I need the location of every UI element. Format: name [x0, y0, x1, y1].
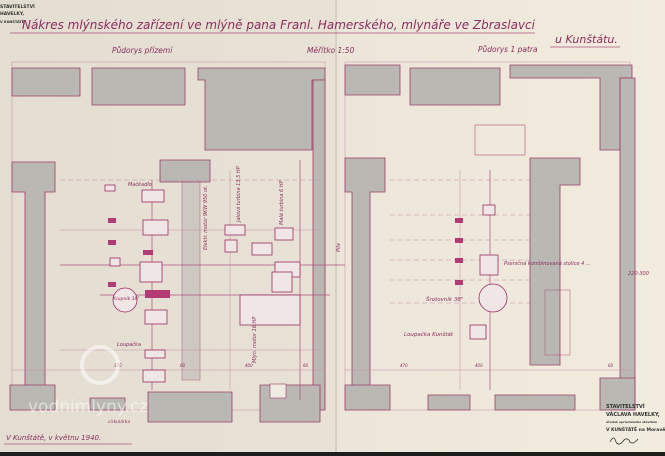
wall: [409, 67, 501, 106]
drawing-subtitle: u Kunštátu.: [555, 33, 618, 46]
wall: [91, 67, 186, 106]
machine: [142, 369, 166, 383]
left-stamp-line: HAVELKY,: [0, 11, 24, 17]
machine: [108, 282, 116, 287]
machine: [144, 349, 166, 359]
dimension-label: 400: [475, 363, 483, 368]
watermark-logo-icon: [80, 345, 120, 385]
turbine: [224, 224, 246, 236]
wall: [599, 377, 636, 411]
machine: [109, 257, 121, 267]
machine: [482, 204, 496, 216]
wall: [181, 181, 201, 381]
label-roller-mill: Pšeničná kombinovaná stolice 4 ...: [504, 260, 591, 267]
watermark: vodnimlyny.cz: [28, 345, 148, 417]
place-date: V Kunštátě, v květnu 1940.: [6, 434, 101, 442]
signature: [609, 437, 639, 445]
dimension-label: 60: [180, 363, 186, 368]
electric-motor: [224, 239, 238, 253]
label-machine1: Mačkadlo: [128, 181, 152, 188]
left-stamp-line: STAVITELSTVÍ: [0, 2, 35, 10]
wall: [312, 79, 326, 411]
stamp-line: úředně oprávněného stavitele: [606, 420, 657, 424]
wall: [147, 391, 233, 423]
crusher-wheel: [112, 287, 138, 313]
wall: [9, 384, 56, 411]
machine: [141, 189, 165, 203]
label-grinder: Šrotovník 38": [426, 296, 463, 303]
grinder-wheel: [478, 283, 508, 313]
wall: [344, 384, 391, 411]
stairs: [474, 124, 526, 156]
label-roller-size: 220-300: [628, 271, 649, 277]
machine: [144, 309, 168, 325]
left-stamp-line: V KUNŠTÁTĚ: [0, 19, 25, 24]
machine: [143, 250, 153, 255]
label-crusher: Krupník 38": [113, 295, 139, 302]
mill-motor: [239, 294, 301, 326]
wall: [11, 67, 81, 97]
drawing-title: Nákres mlýnského zařízení ve mlýně pana …: [22, 17, 535, 32]
heading-first-floor: Půdorys 1 patra: [478, 45, 538, 54]
dimension-label: 470: [400, 363, 408, 368]
window-opening: [269, 383, 287, 399]
dimension-label: 60: [303, 363, 309, 368]
stairs: [544, 289, 571, 356]
dimension-label: 400: [245, 363, 253, 368]
heading-ground-floor: Půdorys přízemí: [112, 46, 173, 55]
wall: [259, 384, 321, 423]
turbine: [274, 227, 294, 241]
label-peeler-first: Loupačka Kunštát: [404, 331, 454, 338]
wall: [89, 397, 126, 411]
label-saw: Pila: [336, 243, 342, 252]
machine: [142, 219, 169, 236]
wall: [494, 394, 576, 411]
label-turbine1: Jalová turbina 13,5 HP: [235, 166, 242, 223]
wall: [344, 64, 401, 96]
machine: [271, 271, 293, 293]
label-electric-motor: Elektr. motor 9KW 950 ot.: [203, 185, 209, 250]
stamp-line: VÁCLAVA HAVELKY,: [606, 411, 660, 418]
stamp-line: V KUNŠTÁTĚ na Moravě: [606, 425, 665, 433]
machine: [455, 258, 463, 263]
machine: [251, 242, 273, 256]
peeler-machine: [469, 324, 487, 340]
machine: [139, 261, 163, 283]
builder-stamp: STAVITELSTVÍ VÁCLAVA HAVELKY, úředně opr…: [606, 402, 665, 445]
ground-floor-plan: Mačkadlo Elektr. motor 9KW 950 ot. Jalov…: [9, 61, 345, 425]
heading-scale: Měřítko 1:50: [307, 46, 355, 55]
machine: [455, 218, 463, 223]
wall: [197, 67, 326, 151]
wall: [619, 77, 636, 411]
machine: [108, 218, 116, 223]
stamp-line: STAVITELSTVÍ: [606, 402, 645, 410]
first-floor-plan: Pšeničná kombinovaná stolice 4 ... 220-3…: [344, 61, 649, 411]
label-peeler: Loupačka: [117, 341, 141, 348]
machine: [145, 290, 170, 298]
machine: [455, 238, 463, 243]
label-turbine2: Malá turbina 6 HP: [278, 180, 285, 225]
dimension-label: 60: [608, 363, 614, 368]
machine: [104, 184, 116, 192]
wall: [159, 159, 211, 183]
label-circular-saw: cirkulárka: [108, 418, 130, 425]
wall: [427, 394, 471, 411]
left-stamp: STAVITELSTVÍ HAVELKY, V KUNŠTÁTĚ: [0, 2, 35, 24]
watermark-text: vodnimlyny.cz: [28, 397, 148, 417]
label-mill-motor: Mlýn. motor 16 HP: [251, 317, 258, 363]
roller-mill: [479, 254, 499, 276]
machine: [455, 280, 463, 285]
machine: [108, 240, 116, 245]
